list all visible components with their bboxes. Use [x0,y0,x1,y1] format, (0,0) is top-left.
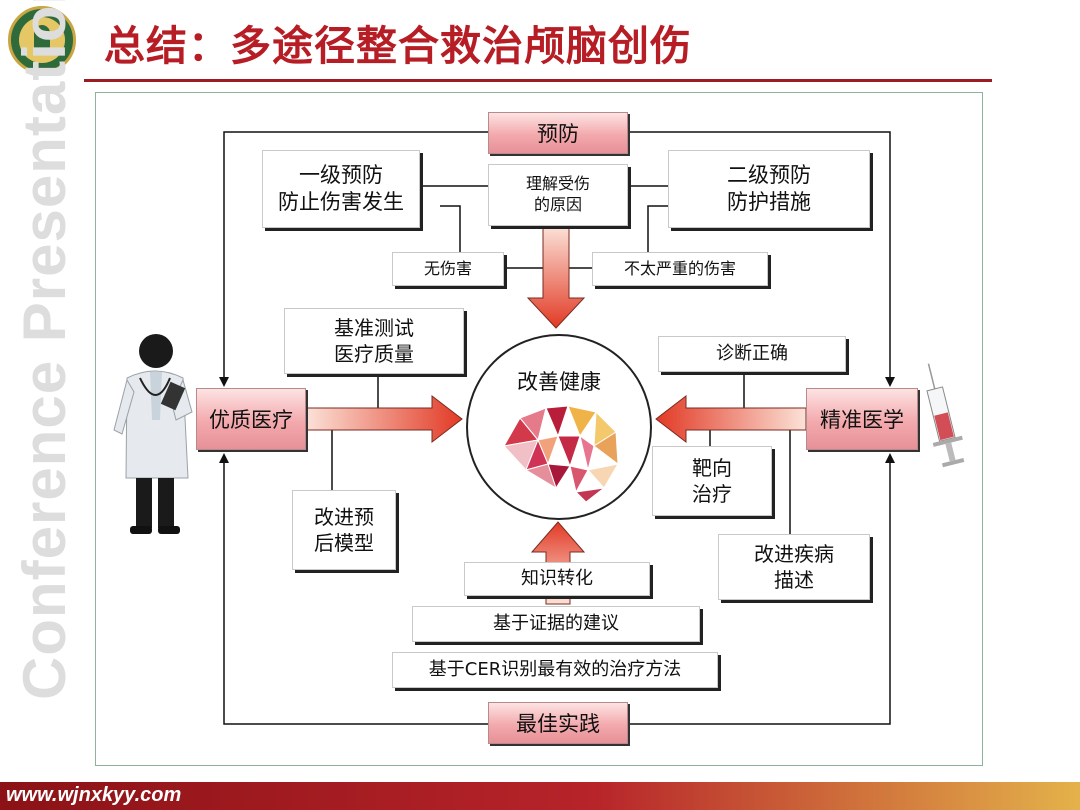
footer-bar: www.wjnxkyy.com [0,782,1080,810]
targeted-therapy-line1: 靶向 [692,456,732,480]
box-no-injury: 无伤害 [392,252,504,286]
hospital-logo [8,6,76,74]
secondary-prevention-line2: 防护措施 [727,190,811,214]
box-secondary-prevention: 二级预防 防护措施 [668,150,870,228]
center-improve-health: 改善健康 [466,334,652,520]
syringe-illustration [926,363,965,468]
box-improve-disease-description: 改进疾病 描述 [718,534,870,600]
box-cer-treatment: 基于CER识别最有效的治疗方法 [392,652,718,688]
benchmark-line1: 基准测试 [334,316,414,340]
box-benchmark: 基准测试 医疗质量 [284,308,464,374]
arrow-right-to-center [655,394,807,444]
hub-prevention: 预防 [488,112,628,154]
understand-causes-line1: 理解受伤 [525,174,590,194]
footer-url: www.wjnxkyy.com [6,784,182,806]
box-less-severe-injury: 不太严重的伤害 [592,252,768,286]
improve-prognosis-line1: 改进预 [314,505,374,529]
doctor-illustration [113,334,193,534]
improve-disease-line2: 描述 [774,568,814,592]
arrow-left-to-center [305,394,463,444]
box-improve-prognosis: 改进预 后模型 [292,490,396,570]
box-primary-prevention: 一级预防 防止伤害发生 [262,150,420,228]
hub-best-practice: 最佳实践 [488,702,628,744]
box-understand-causes: 理解受伤 的原因 [488,164,628,226]
box-evidence-recommendation: 基于证据的建议 [412,606,700,642]
benchmark-line2: 医疗质量 [334,342,414,366]
improve-prognosis-line2: 后模型 [314,531,374,555]
brain-icon [503,405,619,503]
center-label: 改善健康 [517,370,601,394]
hub-quality-care: 优质医疗 [196,388,306,450]
hub-precision-medicine: 精准医学 [806,388,918,450]
targeted-therapy-line2: 治疗 [692,482,732,506]
diagram-frame [95,92,983,766]
title-divider [84,79,992,82]
secondary-prevention-line1: 二级预防 [727,162,811,187]
page-title: 总结：多途径整合救治颅脑创伤 [104,22,692,70]
box-knowledge-translation: 知识转化 [464,562,650,596]
primary-prevention-line1: 一级预防 [299,162,383,187]
box-diagnosis: 诊断正确 [658,336,846,372]
primary-prevention-line2: 防止伤害发生 [278,190,404,214]
understand-causes-line2: 的原因 [533,195,582,214]
box-targeted-therapy: 靶向 治疗 [652,446,772,516]
arrow-down-to-center [526,225,586,329]
improve-disease-line1: 改进疾病 [754,542,834,566]
